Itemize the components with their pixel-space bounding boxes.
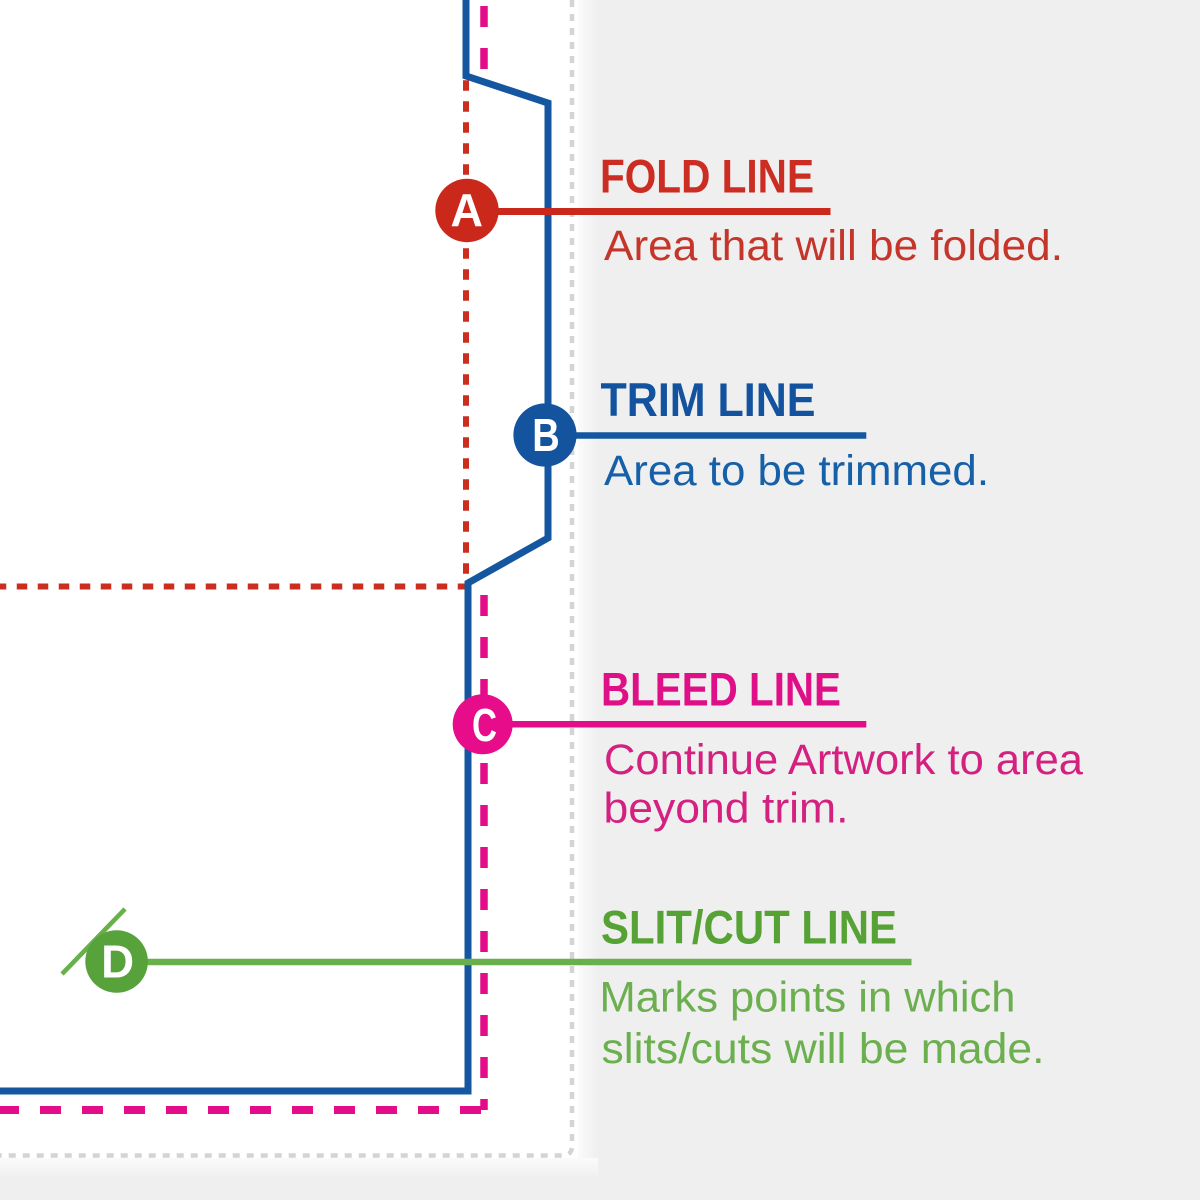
svg-text:Area to be trimmed.: Area to be trimmed. [604, 448, 989, 495]
svg-text:slits/cuts will be made.: slits/cuts will be made. [602, 1026, 1045, 1073]
svg-text:FOLD LINE: FOLD LINE [600, 150, 814, 203]
svg-text:Marks points in which: Marks points in which [600, 975, 1016, 1022]
svg-text:C: C [472, 699, 497, 751]
svg-text:Continue Artwork to area: Continue Artwork to area [604, 737, 1083, 784]
svg-text:A: A [451, 184, 484, 236]
svg-text:BLEED LINE: BLEED LINE [601, 663, 841, 716]
svg-text:SLIT/CUT LINE: SLIT/CUT LINE [601, 901, 897, 954]
svg-text:B: B [532, 409, 560, 461]
svg-text:TRIM LINE: TRIM LINE [601, 373, 816, 426]
svg-text:beyond trim.: beyond trim. [604, 786, 849, 833]
svg-text:D: D [101, 935, 134, 987]
svg-text:Area that will be folded.: Area that will be folded. [604, 223, 1063, 270]
